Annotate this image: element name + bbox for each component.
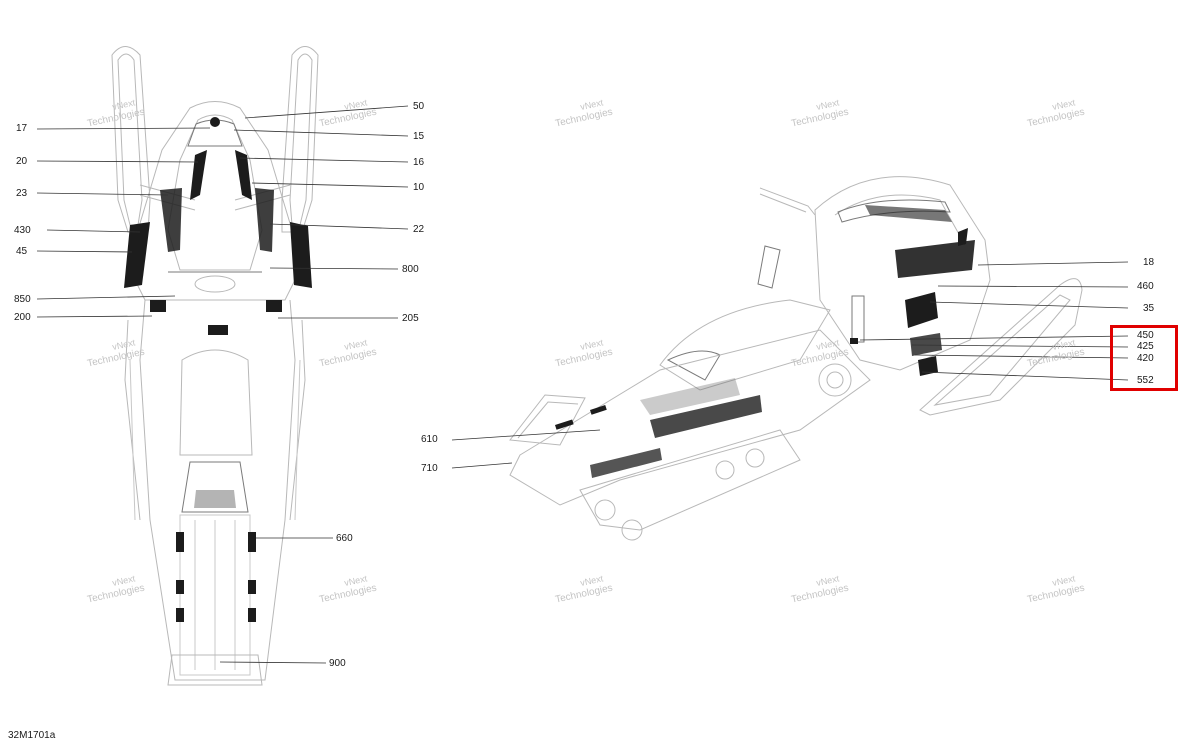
callout-200: 200	[14, 312, 31, 323]
callout-850: 850	[14, 294, 31, 305]
callout-50: 50	[413, 101, 425, 112]
callout-552: 552	[1137, 375, 1154, 386]
callout-16: 16	[413, 157, 425, 168]
top-view-snowmobile	[111, 46, 319, 686]
callout-660: 660	[336, 533, 353, 544]
callout-610: 610	[421, 434, 438, 445]
callout-22: 22	[413, 224, 425, 235]
callout-35: 35	[1143, 303, 1155, 314]
callout-45: 45	[16, 246, 28, 257]
callout-425: 425	[1137, 341, 1154, 352]
callout-23: 23	[16, 188, 28, 199]
callout-17: 17	[16, 123, 28, 134]
figure-reference: 32M1701a	[8, 730, 56, 741]
callout-450: 450	[1137, 330, 1154, 341]
callout-900: 900	[329, 658, 346, 669]
callout-460: 460	[1137, 281, 1154, 292]
callout-10: 10	[413, 182, 425, 193]
side-view-leaders	[451, 261, 1129, 469]
callout-710: 710	[421, 463, 438, 474]
callout-205: 205	[402, 313, 419, 324]
callout-800: 800	[402, 264, 419, 275]
callout-430: 430	[14, 225, 31, 236]
top-view-leaders	[36, 105, 409, 664]
callout-420: 420	[1137, 353, 1154, 364]
highlight-box	[1110, 325, 1178, 391]
callout-15: 15	[413, 131, 425, 142]
callout-20: 20	[16, 156, 28, 167]
side-view-snowmobile	[509, 176, 1083, 541]
callout-18: 18	[1143, 257, 1155, 268]
